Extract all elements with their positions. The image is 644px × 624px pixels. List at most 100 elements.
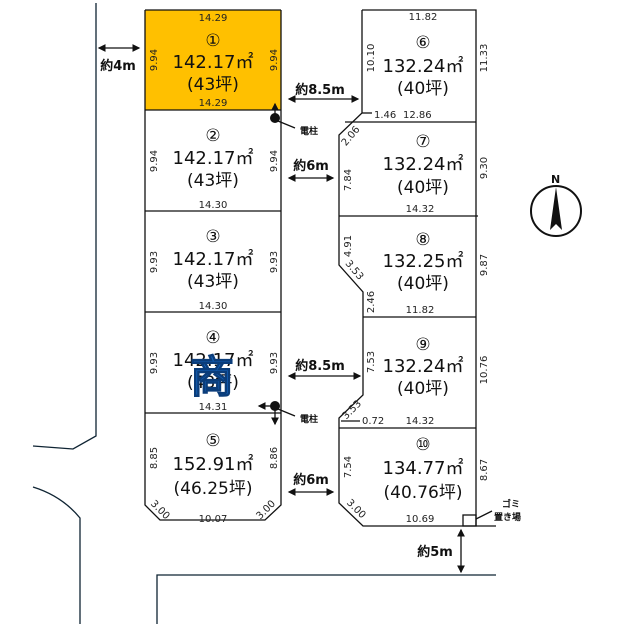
lot-tsubo: (43坪) xyxy=(187,373,239,393)
dimension: 9.93 xyxy=(149,251,160,273)
lot-number: ⑩ xyxy=(415,435,430,455)
dimension: 0.72 xyxy=(362,416,384,427)
lot-7[interactable]: ⑦ 132.24㎡ (40坪) 2.06 7.84 9.30 14.32 xyxy=(340,124,490,215)
dimension: 9.94 xyxy=(269,49,280,71)
dimension: 8.67 xyxy=(479,459,490,481)
dimension: 9.94 xyxy=(149,150,160,172)
dimension: 3.53 xyxy=(343,258,366,282)
svg-text:置き場: 置き場 xyxy=(494,511,521,523)
dimension: 11.33 xyxy=(479,44,490,73)
dimension: 7.54 xyxy=(343,456,354,478)
road-width-upper-wide: 約8.5m xyxy=(287,82,360,103)
dimension: 14.30 xyxy=(199,200,228,211)
dimension: 9.93 xyxy=(269,251,280,273)
lot-tsubo: (46.25坪) xyxy=(174,479,253,499)
dimension: 9.94 xyxy=(269,150,280,172)
lot-tsubo: (43坪) xyxy=(187,171,239,191)
lot-area: 142.17㎡ xyxy=(173,248,254,270)
lot-5[interactable]: ⑤ 152.91㎡ (46.25坪) 8.85 8.86 10.07 3.00 … xyxy=(148,431,280,525)
dimension: 14.29 xyxy=(199,13,228,24)
road-width-bottom: 約5m xyxy=(417,528,465,574)
lot-area: 132.24㎡ xyxy=(383,355,464,377)
utility-pole-1: 電柱 xyxy=(270,102,318,137)
svg-text:約6m: 約6m xyxy=(293,158,329,174)
lot-1[interactable]: ① 142.17㎡ (43坪) 14.29 14.29 9.94 9.94 xyxy=(149,13,280,109)
lot-tsubo: (40坪) xyxy=(397,274,449,294)
road-lines xyxy=(32,3,496,624)
svg-text:約5m: 約5m xyxy=(417,544,453,560)
dimension: 14.32 xyxy=(406,416,435,427)
lot-tsubo: (40.76坪) xyxy=(384,483,463,503)
lot-tsubo: (43坪) xyxy=(187,272,239,292)
lot-6[interactable]: ⑥ 132.24㎡ (40坪) 11.82 10.10 11.33 1.46 1… xyxy=(366,12,490,121)
road-width-upper-narrow: 約6m xyxy=(287,158,335,182)
lot-area: 134.77㎡ xyxy=(383,457,464,479)
road-width-left: 約4m xyxy=(97,44,141,74)
dimension: 1.46 xyxy=(374,110,396,121)
dimension: 9.93 xyxy=(269,352,280,374)
lot-tsubo: (40坪) xyxy=(397,79,449,99)
dimension: 14.31 xyxy=(199,402,228,413)
right-block-outline xyxy=(338,9,496,527)
dimension: 3.00 xyxy=(148,498,172,522)
lot-1-highlight[interactable] xyxy=(145,10,281,110)
garbage-area-label: ゴミ 置き場 xyxy=(475,498,521,523)
svg-text:電柱: 電柱 xyxy=(300,413,318,425)
lot-number: ② xyxy=(205,126,220,146)
dimension: 9.30 xyxy=(479,157,490,179)
lot-number: ④ xyxy=(205,328,220,348)
lot-area: 142.17㎡ xyxy=(173,51,254,73)
lot-area: 132.25㎡ xyxy=(383,250,464,272)
lot-area: 142.17㎡ xyxy=(173,147,254,169)
north-arrow-icon xyxy=(550,187,562,230)
dimension: 10.69 xyxy=(406,514,435,525)
lot-4[interactable]: ④ 142.17㎡ (43坪) 14.31 9.93 9.93 商 xyxy=(149,328,280,413)
dimension: 8.86 xyxy=(269,447,280,469)
dimension: 9.94 xyxy=(149,49,160,71)
svg-text:電柱: 電柱 xyxy=(300,125,318,137)
pole-icon xyxy=(270,401,280,411)
lot-number: ⑨ xyxy=(415,335,430,355)
dimension: 2.06 xyxy=(340,124,363,148)
dimension: 9.93 xyxy=(149,352,160,374)
svg-text:約6m: 約6m xyxy=(293,472,329,488)
lot-number: ⑤ xyxy=(205,431,220,451)
dimension: 3.00 xyxy=(344,497,368,521)
lot-tsubo: (40坪) xyxy=(397,379,449,399)
lot-8[interactable]: ⑧ 132.25㎡ (40坪) 4.91 3.53 2.46 11.82 9.8… xyxy=(343,230,490,316)
north-compass: N xyxy=(530,173,582,237)
pole-icon xyxy=(270,113,280,123)
lot-3[interactable]: ③ 142.17㎡ (43坪) 14.30 9.93 9.93 xyxy=(149,227,280,312)
dimension: 10.07 xyxy=(199,514,228,525)
dimension: 10.76 xyxy=(479,356,490,385)
lot-number: ③ xyxy=(205,227,220,247)
lot-number: ⑧ xyxy=(415,230,430,250)
lot-number: ⑦ xyxy=(415,132,430,152)
lot-number: ⑥ xyxy=(415,33,430,53)
dimension: 9.87 xyxy=(479,254,490,276)
dimension: 14.30 xyxy=(199,301,228,312)
lot-2[interactable]: ② 142.17㎡ (43坪) 14.30 9.94 9.94 xyxy=(149,126,280,211)
negotiating-stamp: 商 xyxy=(190,352,234,403)
svg-text:ゴミ: ゴミ xyxy=(502,498,520,510)
dimension: 10.10 xyxy=(366,44,377,73)
lot-area: 152.91㎡ xyxy=(173,453,254,475)
lot-area: 132.24㎡ xyxy=(383,153,464,175)
dimension: 8.85 xyxy=(149,447,160,469)
lot-area: 142.17㎡ xyxy=(173,349,254,371)
utility-pole-2: 電柱 xyxy=(257,401,318,426)
dimension: 14.29 xyxy=(199,98,228,109)
left-block-outline xyxy=(144,9,282,521)
svg-text:約4m: 約4m xyxy=(100,58,136,74)
dimension: 4.91 xyxy=(343,235,354,257)
road-width-lower-wide: 約8.5m xyxy=(287,358,362,380)
lot-tsubo: (43坪) xyxy=(187,75,239,95)
dimension: 11.82 xyxy=(409,12,438,23)
dimension: 14.32 xyxy=(406,204,435,215)
dimension: 11.82 xyxy=(406,305,435,316)
svg-text:約8.5m: 約8.5m xyxy=(295,82,345,98)
dimension: 2.46 xyxy=(366,291,377,313)
lot-10[interactable]: ⑩ 134.77㎡ (40.76坪) 7.54 8.67 3.00 10.69 xyxy=(343,435,490,525)
dimension: 3.53 xyxy=(340,398,364,422)
